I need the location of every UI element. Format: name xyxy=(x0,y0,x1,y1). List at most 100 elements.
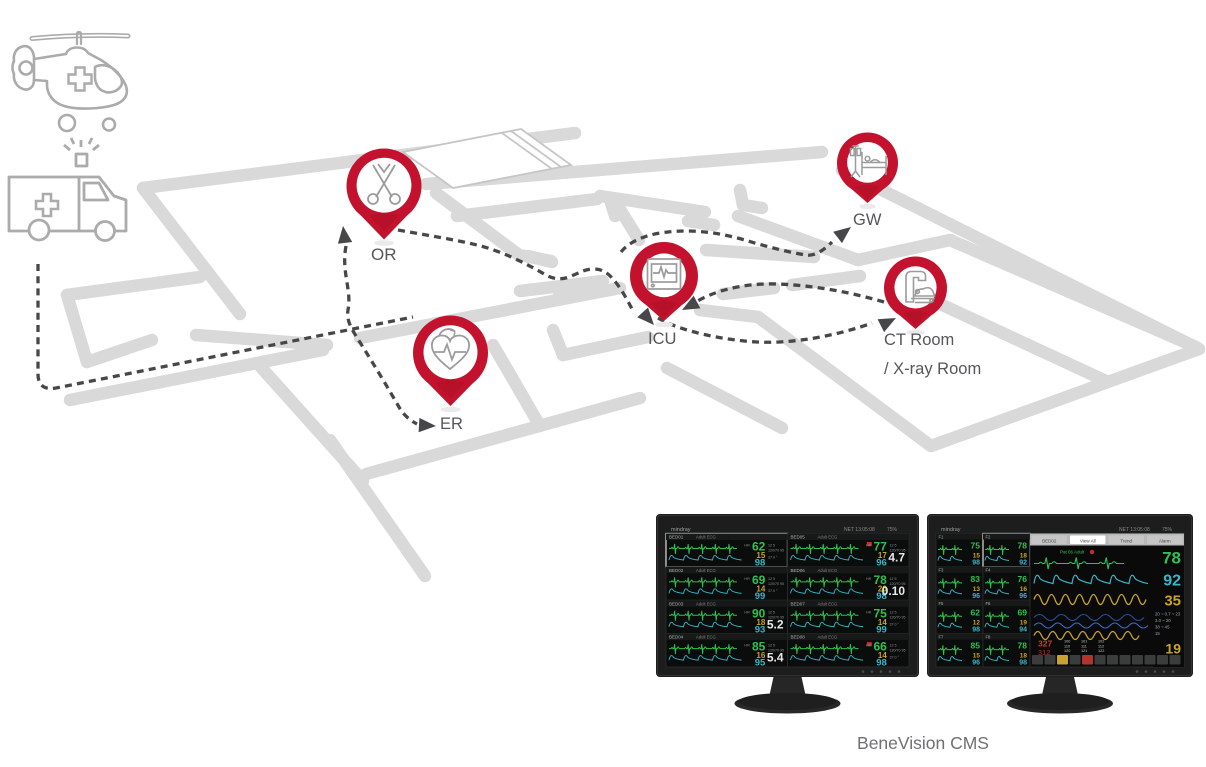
svg-text:12 5: 12 5 xyxy=(768,544,775,548)
svg-text:BED04: BED04 xyxy=(669,635,684,640)
svg-text:83: 83 xyxy=(971,574,981,584)
svg-text:75: 75 xyxy=(971,541,981,551)
svg-text:110: 110 xyxy=(1064,644,1070,648)
svg-text:98: 98 xyxy=(755,558,766,569)
svg-text:75%: 75% xyxy=(887,527,898,533)
svg-text:120/70 95: 120/70 95 xyxy=(890,649,906,653)
svg-text:NET 13:05:08: NET 13:05:08 xyxy=(844,527,875,533)
svg-text:HR: HR xyxy=(744,610,750,614)
svg-text:Adult ECG: Adult ECG xyxy=(818,568,838,573)
svg-text:14: 14 xyxy=(878,618,887,627)
svg-text:120/70 95: 120/70 95 xyxy=(890,615,906,619)
svg-text:96: 96 xyxy=(1019,593,1027,600)
svg-text:BED08: BED08 xyxy=(791,635,806,640)
svg-text:111: 111 xyxy=(1081,644,1087,648)
svg-text:View All: View All xyxy=(1080,539,1096,544)
svg-text:62: 62 xyxy=(752,540,766,554)
svg-text:75: 75 xyxy=(873,606,887,620)
svg-text:Pat 06 Adult: Pat 06 Adult xyxy=(1060,550,1085,555)
svg-text:98: 98 xyxy=(972,560,980,567)
svg-text:37.0 °: 37.0 ° xyxy=(768,556,778,560)
svg-text:Trend: Trend xyxy=(1120,539,1132,544)
svg-text:HR: HR xyxy=(866,644,872,648)
svg-text:GW: GW xyxy=(853,211,882,229)
svg-text:F2: F2 xyxy=(986,534,992,539)
svg-text:HR: HR xyxy=(866,544,872,548)
svg-text:327: 327 xyxy=(1038,639,1052,649)
svg-text:17: 17 xyxy=(878,551,887,560)
svg-text:92: 92 xyxy=(1019,560,1027,567)
svg-text:102: 102 xyxy=(1098,640,1104,644)
svg-text:99: 99 xyxy=(876,624,887,635)
svg-text:20: 20 xyxy=(878,584,887,593)
svg-text:78: 78 xyxy=(1018,641,1028,651)
svg-text:12 5: 12 5 xyxy=(768,577,775,581)
svg-text:16: 16 xyxy=(756,651,765,660)
svg-text:mindray: mindray xyxy=(941,527,961,533)
svg-text:HR: HR xyxy=(744,544,750,548)
svg-text:18: 18 xyxy=(756,618,765,627)
svg-text:ICU: ICU xyxy=(648,330,676,348)
svg-text:F6: F6 xyxy=(986,601,992,606)
svg-text:15: 15 xyxy=(973,553,981,560)
svg-text:120: 120 xyxy=(1064,649,1070,653)
svg-text:NET 13:05:08: NET 13:05:08 xyxy=(1119,527,1150,533)
svg-text:85: 85 xyxy=(971,641,981,651)
svg-text:5.4: 5.4 xyxy=(767,651,784,665)
svg-text:35: 35 xyxy=(1164,593,1181,610)
svg-text:120/70 95: 120/70 95 xyxy=(768,549,784,553)
svg-text:Alarm: Alarm xyxy=(1159,539,1171,544)
svg-text:120/70 95: 120/70 95 xyxy=(890,549,906,553)
svg-text:18: 18 xyxy=(1020,653,1028,660)
svg-text:96: 96 xyxy=(876,558,887,569)
svg-text:100: 100 xyxy=(1064,640,1070,644)
svg-text:BED01: BED01 xyxy=(669,535,684,540)
svg-text:12 5: 12 5 xyxy=(890,577,897,581)
svg-text:120/70 95: 120/70 95 xyxy=(768,582,784,586)
svg-text:BED07: BED07 xyxy=(791,601,806,606)
svg-text:Adult ECG: Adult ECG xyxy=(696,535,716,540)
svg-text:20 ~ 0.7 ~ 23: 20 ~ 0.7 ~ 23 xyxy=(1155,612,1181,617)
svg-text:3.0 ~ 20: 3.0 ~ 20 xyxy=(1155,618,1171,623)
svg-text:98: 98 xyxy=(1019,660,1027,667)
svg-text:101: 101 xyxy=(1081,640,1087,644)
svg-text:14: 14 xyxy=(878,651,887,660)
svg-text:Adult ECG: Adult ECG xyxy=(818,635,838,640)
svg-text:mindray: mindray xyxy=(671,527,691,533)
svg-text:F5: F5 xyxy=(939,601,945,606)
svg-text:BED05: BED05 xyxy=(791,535,806,540)
svg-text:38 ~ 45: 38 ~ 45 xyxy=(1155,625,1170,630)
svg-text:BED02: BED02 xyxy=(1042,539,1057,544)
svg-text:120/70 95: 120/70 95 xyxy=(890,582,906,586)
svg-text:F4: F4 xyxy=(986,568,992,573)
svg-text:75%: 75% xyxy=(1162,527,1173,533)
svg-text:121: 121 xyxy=(1081,649,1087,653)
svg-text:12 5: 12 5 xyxy=(768,610,775,614)
svg-text:F8: F8 xyxy=(986,634,992,639)
svg-text:312: 312 xyxy=(1038,648,1051,657)
svg-text:Adult ECG: Adult ECG xyxy=(696,601,716,606)
svg-text:Adult ECG: Adult ECG xyxy=(696,635,716,640)
svg-text:15: 15 xyxy=(1155,631,1160,636)
svg-text:62: 62 xyxy=(971,607,981,617)
svg-text:BED06: BED06 xyxy=(791,568,806,573)
svg-text:94: 94 xyxy=(1019,626,1027,633)
svg-text:HR: HR xyxy=(866,610,872,614)
svg-text:12 5: 12 5 xyxy=(890,644,897,648)
svg-text:96: 96 xyxy=(972,593,980,600)
svg-text:HR: HR xyxy=(744,644,750,648)
svg-text:98: 98 xyxy=(876,658,887,669)
svg-text:F7: F7 xyxy=(939,634,945,639)
svg-text:15: 15 xyxy=(973,653,981,660)
svg-text:78: 78 xyxy=(1162,549,1181,568)
svg-text:98: 98 xyxy=(876,591,887,602)
svg-text:95: 95 xyxy=(755,658,766,669)
svg-text:120/70 95: 120/70 95 xyxy=(768,649,784,653)
svg-text:HR: HR xyxy=(866,577,872,581)
svg-text:4.7: 4.7 xyxy=(888,551,905,565)
svg-text:F3: F3 xyxy=(939,568,945,573)
svg-text:77: 77 xyxy=(873,540,887,554)
svg-text:12 5: 12 5 xyxy=(890,544,897,548)
svg-text:76: 76 xyxy=(1018,574,1028,584)
svg-text:37.0 °: 37.0 ° xyxy=(890,622,900,626)
